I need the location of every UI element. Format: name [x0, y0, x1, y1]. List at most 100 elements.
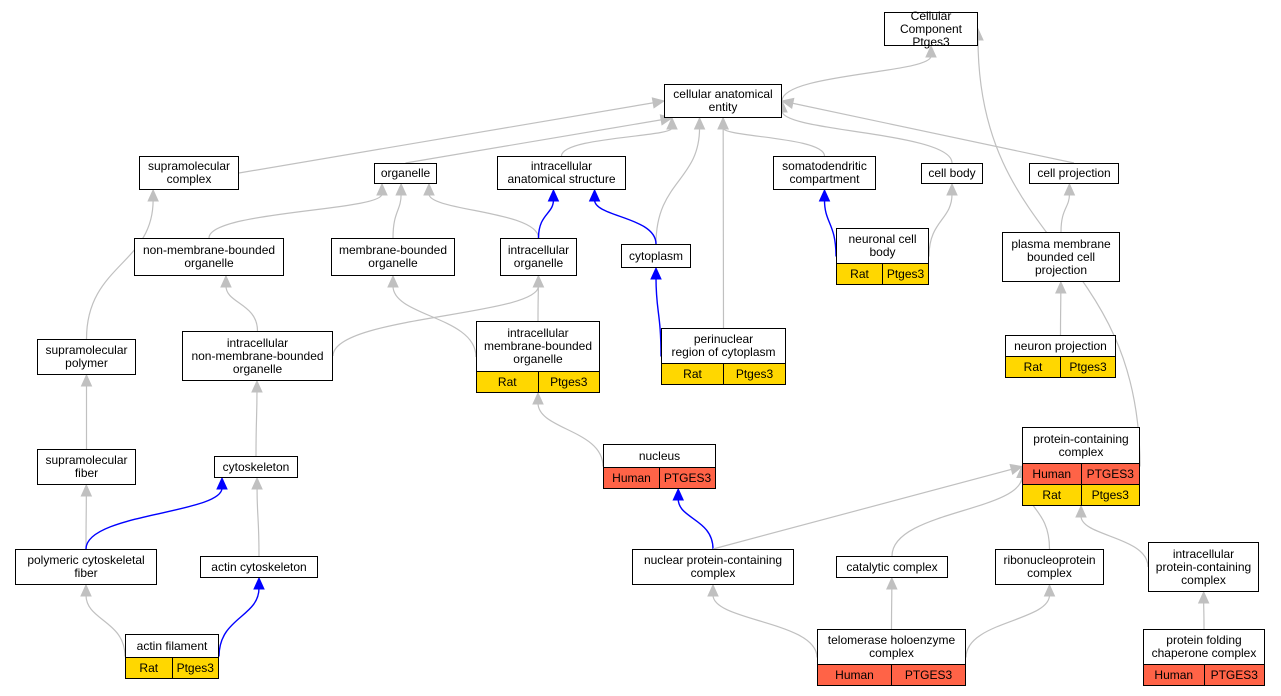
edge-line: [238, 100, 665, 174]
go-term-label: cell projection: [1037, 166, 1111, 180]
go-term-node[interactable]: supramolecular complex: [139, 156, 239, 190]
arrowhead: [147, 188, 159, 202]
go-term-node[interactable]: plasma membrane bounded cell projection: [1002, 232, 1120, 282]
species-cell: Rat: [139, 660, 159, 675]
go-term-node[interactable]: membrane-bounded organelle: [331, 238, 455, 276]
go-term-node[interactable]: Cellular Component Ptges3: [884, 9, 978, 48]
gene-symbol-cell: Ptges3: [537, 372, 600, 392]
gene-symbol-cell: Ptges3: [723, 364, 785, 384]
go-term-label: neuron projection: [1014, 338, 1107, 353]
go-term-node[interactable]: non-membrane-bounded organelle: [134, 238, 284, 276]
go-term-node[interactable]: intracellular membrane-bounded organelle…: [476, 321, 600, 393]
arrowhead: [707, 583, 719, 597]
gene-symbol-cell: PTGES3: [659, 468, 715, 488]
arrowhead: [946, 182, 958, 196]
edge-line: [218, 587, 260, 657]
edge-line: [85, 487, 223, 550]
go-term-node[interactable]: polymeric cytoskeletal fiber: [15, 549, 157, 585]
go-term-node[interactable]: cell body: [921, 163, 983, 184]
go-term-label: intracellular non-membrane-bounded organ…: [191, 335, 324, 376]
go-term-label: catalytic complex: [846, 559, 938, 574]
go-term-label: protein-containing complex: [1033, 431, 1129, 459]
go-term-label: protein folding chaperone complex: [1151, 633, 1257, 660]
edge-line: [537, 199, 555, 239]
arrowhead: [1075, 504, 1087, 518]
go-term-label: polymeric cytoskeletal fiber: [27, 553, 145, 580]
go-term-node[interactable]: intracellular organelle: [500, 238, 577, 276]
go-term-label: intracellular organelle: [507, 243, 570, 270]
annotation-row: Human PTGES3: [1023, 463, 1139, 484]
edge-line: [781, 110, 953, 164]
go-term-node[interactable]: cellular anatomical entity: [664, 84, 782, 118]
gene-symbol-cell: Ptges3: [1080, 485, 1140, 505]
gene-symbol-cell: PTGES3: [891, 665, 965, 685]
arrowhead: [780, 97, 795, 110]
arrowhead: [395, 182, 407, 196]
gene-symbol-cell: PTGES3: [1080, 464, 1140, 484]
edge-line: [392, 285, 477, 358]
go-term-node[interactable]: intracellular anatomical structure: [497, 156, 626, 190]
edge-line: [677, 498, 714, 550]
go-term-label: nucleus: [638, 448, 681, 463]
go-term-node[interactable]: nuclear protein-containing complex: [632, 549, 794, 585]
go-term-node[interactable]: cytoskeleton: [214, 456, 298, 478]
gene-symbol-cell: PTGES3: [1203, 665, 1265, 685]
go-term-node[interactable]: cytoplasm: [621, 244, 691, 268]
go-term-node[interactable]: ribonucleoprotein complex: [995, 549, 1104, 585]
gene-symbol-cell: Ptges3: [882, 264, 928, 284]
edge-line: [256, 487, 260, 557]
edge-line: [537, 402, 604, 467]
go-term-label: neuronal cell body: [848, 232, 917, 259]
arrowhead: [588, 188, 601, 202]
arrowhead: [925, 44, 937, 58]
edge-line: [655, 127, 701, 245]
go-term-node[interactable]: cell projection: [1029, 163, 1119, 184]
go-term-label: cytoskeleton: [222, 459, 290, 474]
go-term-label: non-membrane-bounded organelle: [142, 243, 276, 270]
arrowhead: [80, 583, 92, 597]
arrowhead: [547, 188, 560, 202]
go-term-label: plasma membrane bounded cell projection: [1011, 236, 1111, 277]
go-term-node[interactable]: catalytic complex: [836, 556, 948, 578]
go-term-label: cell body: [928, 166, 976, 180]
go-term-label: cellular anatomical entity: [673, 87, 773, 114]
edge-line: [225, 285, 259, 332]
go-term-node[interactable]: supramolecular fiber: [37, 449, 136, 485]
species-cell: Rat: [683, 366, 702, 381]
go-term-node[interactable]: intracellular protein-containing complex: [1148, 542, 1259, 592]
go-term-label: perinuclear region of cytoplasm: [671, 332, 776, 359]
go-term-node[interactable]: intracellular non-membrane-bounded organ…: [182, 331, 333, 381]
species-cell: Rat: [497, 374, 517, 389]
go-term-node[interactable]: actin cytoskeleton: [200, 556, 318, 578]
edge-line: [593, 199, 657, 245]
go-term-node[interactable]: supramolecular polymer: [37, 339, 136, 375]
gene-symbol-cell: Ptges3: [171, 658, 219, 678]
species-cell: Human: [1032, 466, 1072, 481]
edge-line: [405, 117, 673, 164]
go-term-label: intracellular anatomical structure: [507, 159, 616, 186]
arrowhead: [818, 188, 831, 202]
arrowhead: [80, 483, 93, 497]
go-term-label: cytoplasm: [628, 248, 684, 263]
go-term-node[interactable]: organelle: [374, 163, 437, 184]
go-term-label: organelle: [380, 166, 431, 180]
arrowhead: [1063, 182, 1076, 196]
arrowhead: [253, 576, 265, 590]
arrowhead: [1043, 583, 1056, 597]
go-term-node[interactable]: somatodendritic compartment: [773, 156, 876, 190]
go-term-label: actin cytoskeleton: [211, 559, 307, 574]
arrowhead: [672, 487, 685, 501]
